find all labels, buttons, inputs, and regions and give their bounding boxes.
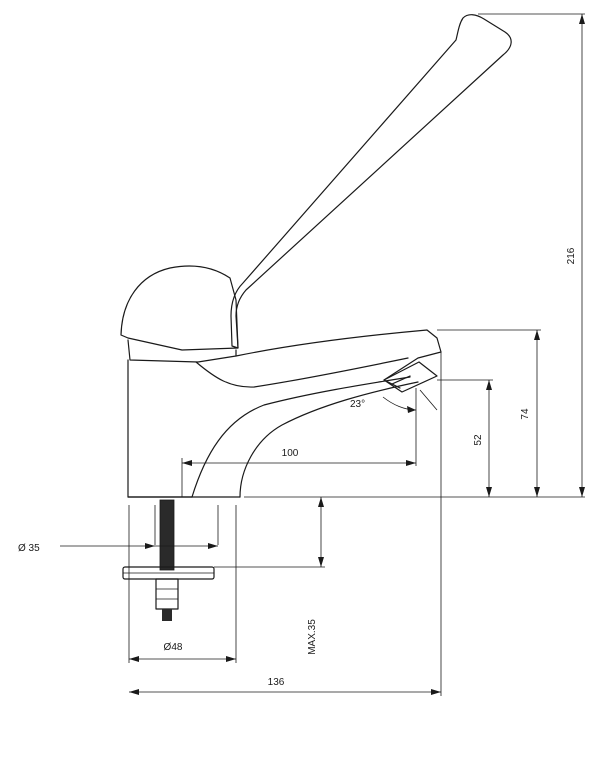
arrow-d35-right: [208, 543, 218, 549]
arrow-100-right: [406, 460, 416, 466]
arrow-d48-right: [226, 656, 236, 662]
lever-joint: [127, 339, 237, 363]
spout-top: [235, 329, 442, 389]
label-hole-diameter: Ø 35: [18, 543, 40, 554]
nut: [155, 578, 179, 610]
arrow-max35-top: [318, 497, 324, 507]
arrow-216-bottom: [579, 487, 585, 497]
arrow-136-left: [129, 689, 139, 695]
arrow-74-bottom: [534, 487, 540, 497]
arrow-74-top: [534, 330, 540, 340]
arrow-100-left: [182, 460, 192, 466]
label-outlet-height: 52: [473, 434, 484, 446]
threaded-rod: [159, 499, 175, 571]
label-total-height: 216: [566, 247, 577, 264]
spout-curve: [191, 376, 419, 498]
arrow-216-top: [579, 14, 585, 24]
mounting-assembly: [122, 499, 237, 663]
lever-handle: [230, 14, 512, 349]
faucet-outline: [120, 14, 512, 498]
handle-cap: [120, 265, 239, 351]
arrow-d48-left: [129, 656, 139, 662]
arrow-d35-left: [145, 543, 155, 549]
angle-line: [419, 389, 438, 411]
arrow-136-right: [431, 689, 441, 695]
label-flange-diameter: Ø48: [164, 642, 183, 653]
label-max-thickness: MAX.35: [307, 619, 318, 655]
label-spout-reach: 100: [282, 448, 299, 459]
angle-arrow: [407, 406, 416, 413]
label-total-length: 136: [268, 677, 285, 688]
arrow-52-top: [486, 380, 492, 390]
label-spout-angle: 23°: [350, 399, 365, 410]
dimension-labels: 216 74 52 23° 100 Ø 35 Ø48 MAX.35 136: [18, 247, 577, 688]
dimensions: [60, 13, 585, 696]
rod-end: [162, 609, 172, 621]
label-spout-height: 74: [520, 408, 531, 420]
aerator: [383, 361, 438, 393]
arrow-52-bottom: [486, 487, 492, 497]
spout-underside: [195, 357, 409, 388]
arrow-max35-bottom: [318, 557, 324, 567]
